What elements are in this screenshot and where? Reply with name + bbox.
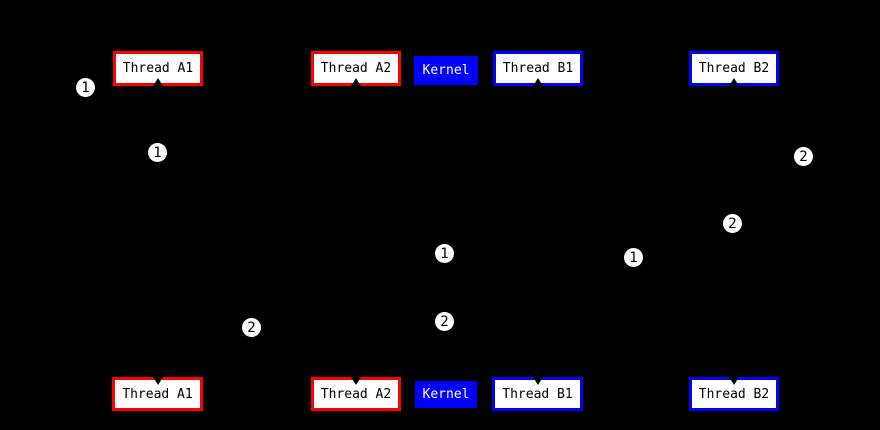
- node-label: Thread A2: [320, 386, 392, 402]
- node-thread-a1-top: Thread A1: [113, 51, 203, 86]
- node-label: Thread A2: [320, 61, 392, 76]
- arrowhead-icon: [533, 78, 543, 86]
- arrowhead-icon: [152, 377, 163, 385]
- node-label: Thread A1: [122, 386, 193, 402]
- node-thread-b2-bottom: Thread B2: [689, 377, 779, 411]
- arrowhead-icon: [351, 78, 361, 86]
- step-badge-6: 2: [435, 312, 454, 331]
- node-thread-a2-bottom: Thread A2: [311, 377, 401, 411]
- step-badge-0: 1: [76, 78, 95, 97]
- node-thread-b2-top: Thread B2: [689, 51, 779, 86]
- node-label: Thread B1: [502, 386, 573, 402]
- node-label: Kernel: [422, 63, 470, 78]
- node-kernel-bottom: Kernel: [415, 381, 477, 408]
- step-badge-1: 1: [148, 143, 167, 162]
- node-kernel-top: Kernel: [414, 56, 478, 85]
- node-thread-b1-top: Thread B1: [493, 51, 583, 86]
- arrowhead-icon: [729, 78, 739, 86]
- node-thread-a1-bottom: Thread A1: [112, 377, 203, 411]
- step-badge-3: 2: [723, 214, 742, 233]
- step-badge-2: 2: [794, 147, 813, 166]
- arrowhead-icon: [532, 377, 543, 385]
- node-label: Thread A1: [122, 61, 194, 76]
- node-thread-a2-top: Thread A2: [311, 51, 401, 86]
- node-label: Thread B2: [698, 61, 770, 76]
- node-label: Thread B1: [502, 61, 574, 76]
- arrowhead-icon: [153, 78, 163, 86]
- step-badge-4: 1: [435, 244, 454, 263]
- arrowhead-icon: [351, 377, 361, 385]
- node-thread-b1-bottom: Thread B1: [492, 377, 583, 411]
- node-label: Kernel: [422, 387, 470, 402]
- arrowhead-icon: [729, 377, 739, 385]
- step-badge-5: 1: [624, 248, 643, 267]
- node-label: Thread B2: [698, 386, 770, 402]
- step-badge-7: 2: [242, 318, 261, 337]
